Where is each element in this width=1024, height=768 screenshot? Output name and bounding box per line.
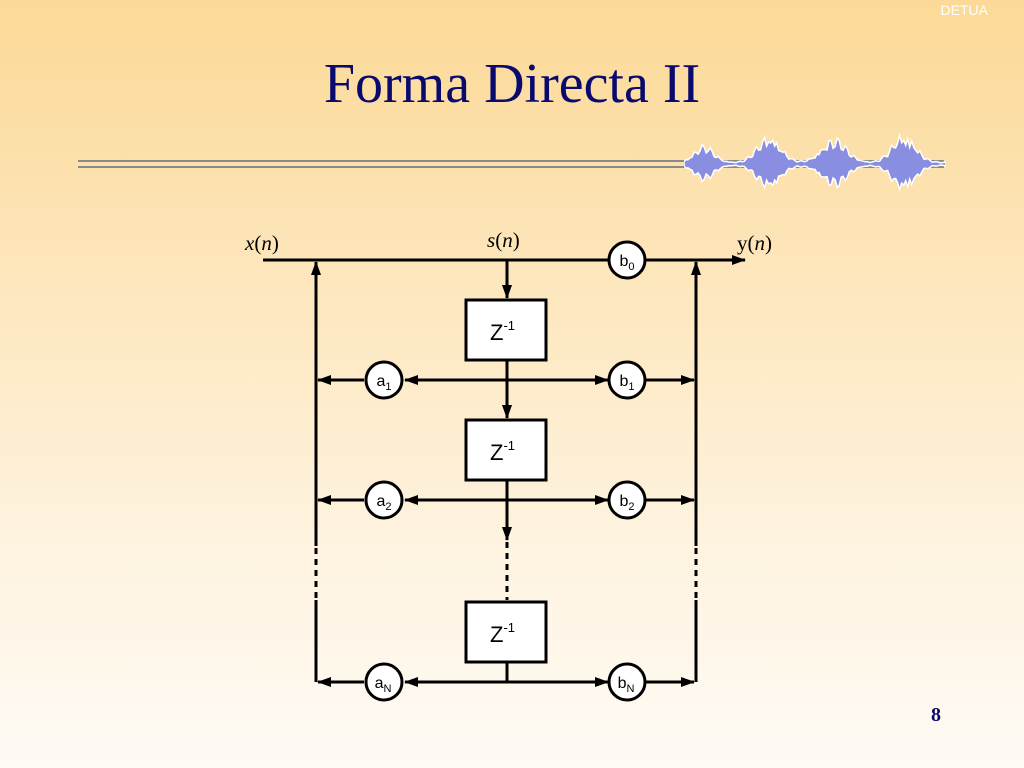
- coefficient-node-b0: b0: [607, 240, 647, 280]
- coefficient-node-a1: a1: [364, 360, 404, 400]
- delay-block: Z-1: [464, 298, 548, 362]
- title-divider-bottom: [78, 166, 944, 168]
- svg-text:aN: aN: [375, 675, 392, 695]
- organization-label: DETUA: [940, 2, 988, 18]
- delay-block: Z-1: [464, 418, 548, 482]
- svg-text:a1: a1: [376, 373, 391, 393]
- svg-text:Z-1: Z-1: [490, 438, 515, 465]
- coefficient-node-a2: a2: [364, 480, 404, 520]
- audio-waveform-icon: [684, 132, 946, 193]
- svg-text:b0: b0: [619, 253, 634, 273]
- svg-text:a2: a2: [376, 493, 391, 513]
- state-signal-label: s(n): [487, 228, 520, 252]
- page-number: 8: [931, 704, 941, 726]
- svg-text:Z-1: Z-1: [490, 318, 515, 345]
- input-signal-label: x(n): [244, 231, 279, 255]
- title-divider-top: [78, 160, 944, 162]
- coefficient-node-bN: bN: [607, 662, 647, 702]
- svg-text:Z-1: Z-1: [490, 620, 515, 647]
- output-signal-label: y(n): [737, 231, 772, 255]
- coefficient-node-aN: aN: [364, 662, 404, 702]
- coefficient-node-b2: b2: [607, 480, 647, 520]
- svg-text:bN: bN: [618, 675, 635, 695]
- delay-block: Z-1: [464, 600, 548, 664]
- svg-text:b1: b1: [619, 373, 634, 393]
- slide-title: Forma Directa II: [323, 53, 701, 115]
- svg-text:b2: b2: [619, 493, 634, 513]
- coefficient-node-b1: b1: [607, 360, 647, 400]
